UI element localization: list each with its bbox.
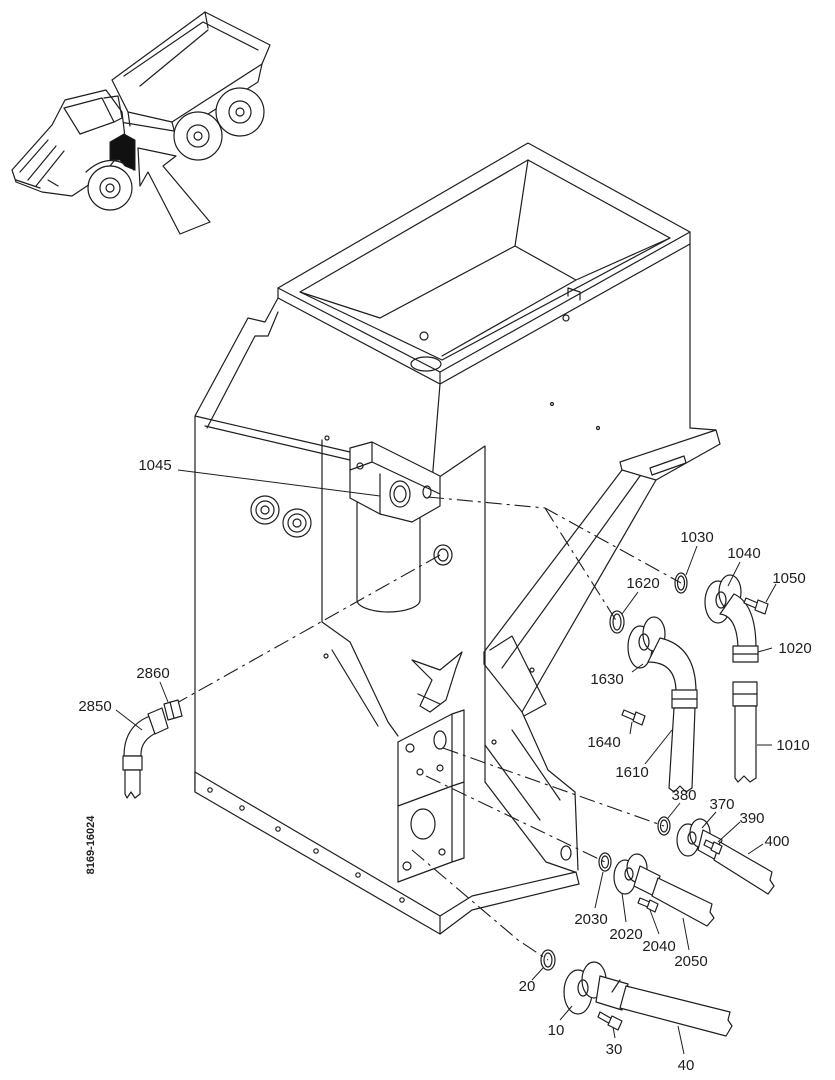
hose-assembly-1610 — [621, 616, 698, 793]
o-ring-20 — [540, 949, 556, 971]
hose-1610 — [668, 707, 696, 793]
leader-lines — [115, 469, 777, 1055]
tank-tab — [567, 287, 581, 301]
hose-collar-2850 — [122, 755, 143, 771]
hose-assembly-2050 — [613, 853, 715, 927]
part-label-1030: 1030 — [680, 529, 713, 546]
highlighted-component — [109, 133, 136, 171]
manifold-block-1045 — [349, 441, 441, 523]
tank-outlet — [410, 356, 442, 372]
tank-faces — [431, 243, 717, 483]
part-label-1620: 1620 — [626, 575, 659, 592]
truck-thumbnail — [11, 11, 271, 235]
hose-assembly-40 — [563, 961, 733, 1037]
plate-recess — [321, 439, 399, 737]
part-label-2850: 2850 — [78, 698, 111, 715]
part-label-2020: 2020 — [609, 926, 642, 943]
o-rings — [540, 572, 688, 971]
part-label-2040: 2040 — [642, 938, 675, 955]
o-ring-1620 — [609, 610, 625, 634]
part-label-1050: 1050 — [772, 570, 805, 587]
main-frame — [194, 142, 721, 935]
rear-wheel — [215, 87, 265, 137]
part-label-1610: 1610 — [615, 764, 648, 781]
part-label-1040: 1040 — [727, 545, 760, 562]
assembly-axes — [167, 496, 682, 961]
hose-2850 — [124, 769, 141, 799]
part-label-1045: 1045 — [138, 457, 171, 474]
part-label-40: 40 — [678, 1057, 695, 1074]
bottom-flange — [194, 771, 580, 935]
plug-fittings — [250, 495, 453, 566]
cab-windows — [63, 95, 123, 135]
part-label-30: 30 — [606, 1041, 623, 1058]
hose-1010 — [734, 705, 757, 783]
middle-wheel — [173, 111, 223, 161]
part-label-20: 20 — [519, 978, 536, 995]
hose-assembly-2850 — [122, 699, 183, 799]
part-label-2050: 2050 — [674, 953, 707, 970]
o-ring-1030 — [674, 572, 688, 594]
part-label-380: 380 — [671, 787, 696, 804]
part-label-1640: 1640 — [587, 734, 620, 751]
fitting-2860 — [163, 699, 183, 721]
part-label-370: 370 — [709, 796, 734, 813]
dump-body-detail — [119, 11, 263, 139]
location-arrow — [137, 147, 211, 235]
lower-manifold-block — [397, 709, 465, 883]
part-label-2030: 2030 — [574, 911, 607, 928]
hose-assembly-400 — [676, 818, 775, 895]
hose-400 — [713, 841, 775, 895]
part-labels: 1045 1030 1040 1050 1620 1020 1630 1640 … — [78, 457, 811, 1074]
tank-floor — [299, 159, 671, 357]
part-label-1020: 1020 — [778, 640, 811, 657]
hose-40 — [619, 985, 733, 1037]
hose-2050 — [651, 877, 715, 927]
part-label-2860: 2860 — [136, 665, 169, 682]
part-label-1010: 1010 — [776, 737, 809, 754]
arm-slot — [649, 455, 687, 476]
part-label-400: 400 — [764, 833, 789, 850]
part-label-10: 10 — [548, 1022, 565, 1039]
right-arm — [483, 429, 721, 873]
front-wheel — [87, 165, 133, 211]
side-plate-top-edge — [194, 415, 486, 783]
part-label-390: 390 — [739, 810, 764, 827]
o-ring-2030 — [598, 852, 612, 872]
drawing-number: 8169-16024 — [85, 815, 97, 875]
cab-grille — [15, 139, 65, 189]
hose-assembly-1010 — [704, 574, 769, 783]
side-plate — [194, 297, 279, 793]
o-ring-380 — [657, 816, 671, 836]
part-label-1630: 1630 — [590, 671, 623, 688]
